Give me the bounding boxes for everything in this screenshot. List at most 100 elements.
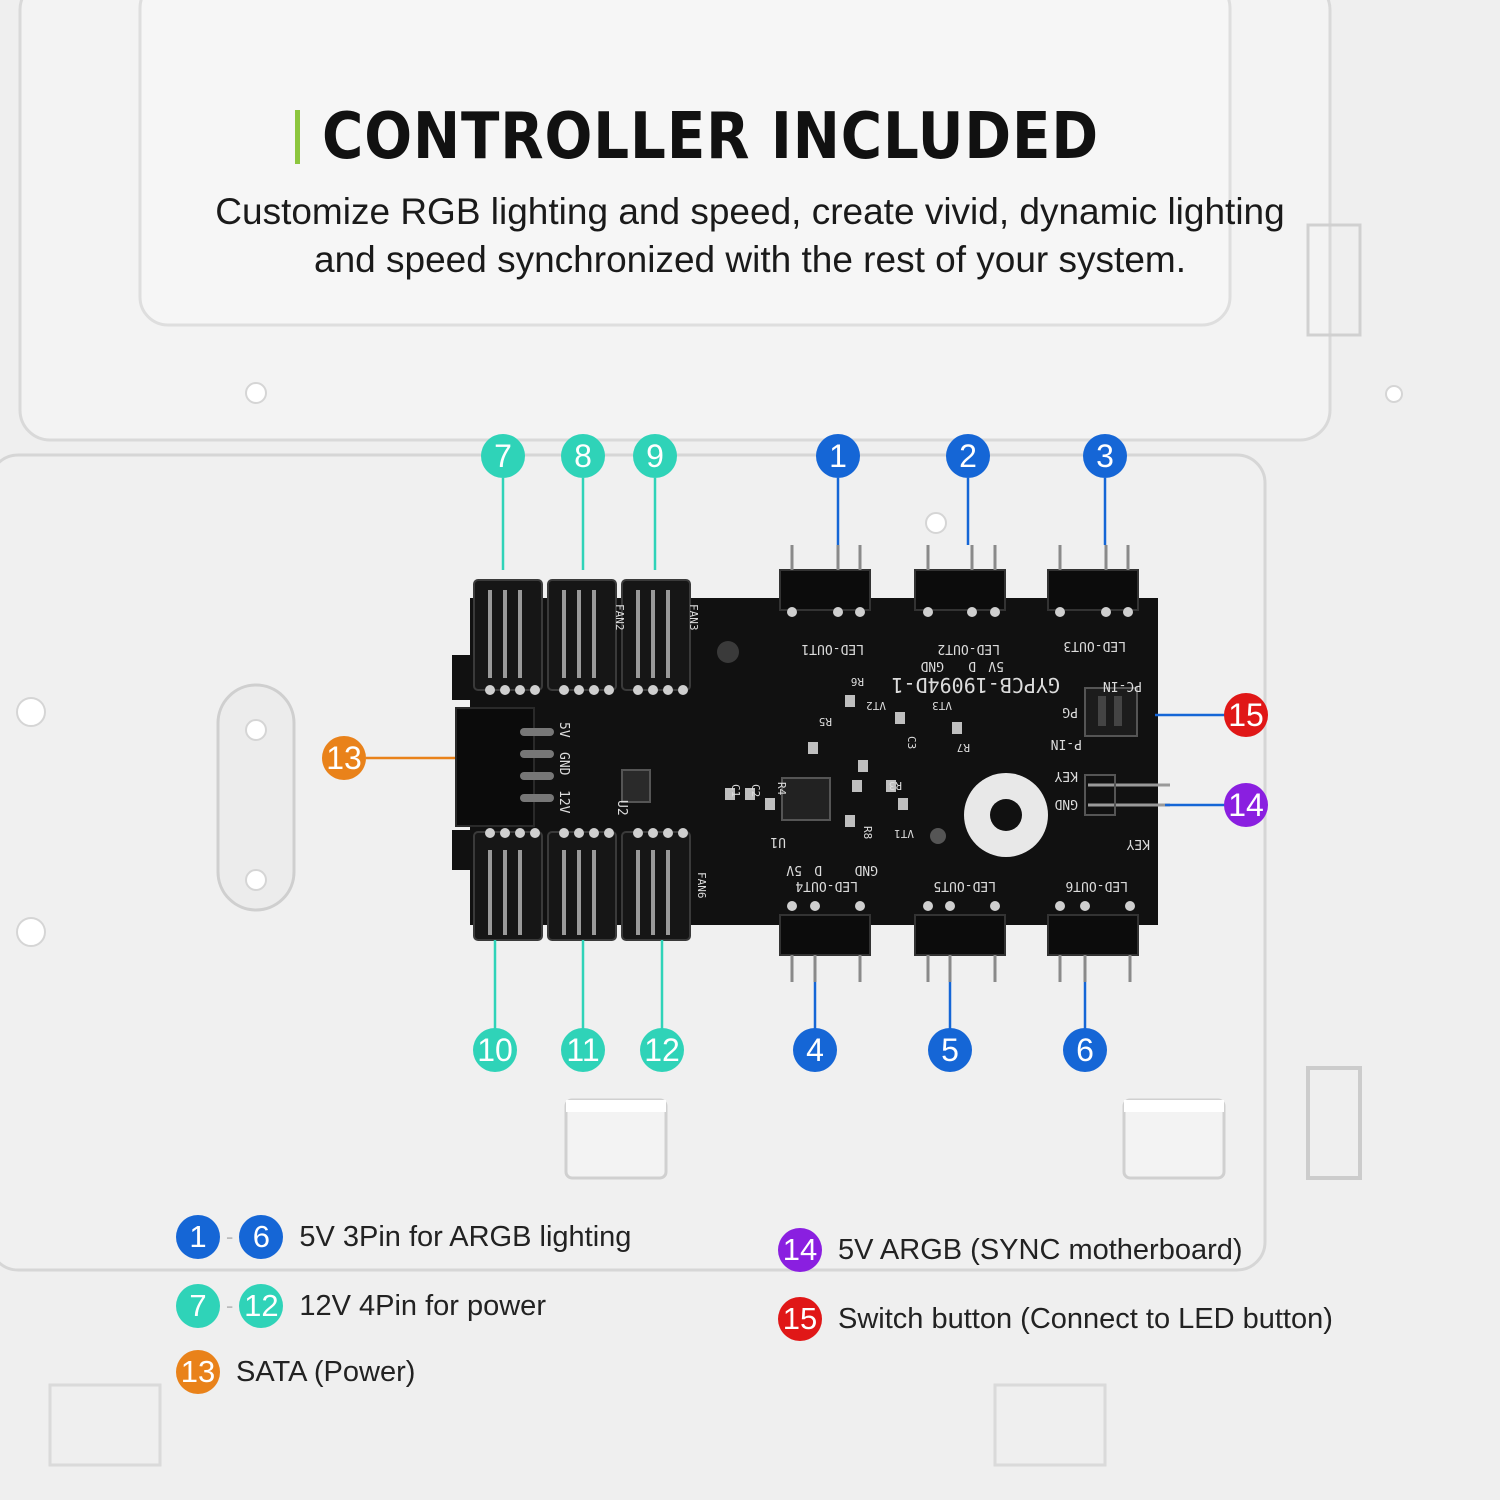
led-out-headers-bottom bbox=[779, 901, 1139, 982]
pcb-silkscreen: LED-OUT1 LED-OUT2 LED-OUT3 LED-OUT4 LED-… bbox=[556, 604, 1150, 899]
subtitle-line-2: and speed synchronized with the rest of … bbox=[314, 239, 1186, 280]
pcb-label-c2: C2 bbox=[749, 784, 762, 797]
legend-range-dash: - bbox=[226, 1293, 234, 1318]
callout-12: 12 bbox=[640, 1028, 684, 1072]
pcb-label-gnd-top: GND bbox=[920, 658, 944, 673]
pcb-label-c1: C1 bbox=[729, 784, 742, 797]
subtitle: Customize RGB lighting and speed, create… bbox=[0, 188, 1500, 284]
pcb-label-led-out4: LED-OUT4 bbox=[795, 878, 858, 893]
legend-badge-7: 7 bbox=[176, 1284, 220, 1328]
legend-row-argb: 1 - 6 5V 3Pin for ARGB lighting bbox=[176, 1215, 631, 1259]
pcb-label-vt2: VT2 bbox=[866, 699, 886, 712]
pcb-label-led-out6: LED-OUT6 bbox=[1065, 878, 1128, 893]
callout-11: 11 bbox=[561, 1028, 605, 1072]
legend-badge-15: 15 bbox=[778, 1297, 822, 1341]
leader-lines bbox=[366, 478, 1225, 1030]
pcb-label-r4: R4 bbox=[775, 782, 788, 796]
legend-badge-1: 1 bbox=[176, 1215, 220, 1259]
pcb-label-5v-bottom: 5V bbox=[786, 862, 802, 877]
svg-text:9: 9 bbox=[646, 438, 664, 474]
pcb-label-board-id: GYPCB-19094D-1 bbox=[891, 673, 1060, 697]
pcb-label-fan6: FAN6 bbox=[695, 872, 708, 899]
pcb-label-led-out5: LED-OUT5 bbox=[933, 878, 996, 893]
led-out-headers-top bbox=[779, 545, 1139, 617]
svg-text:5: 5 bbox=[941, 1032, 959, 1068]
callout-10: 10 bbox=[473, 1028, 517, 1072]
legend-text-switch: Switch button (Connect to LED button) bbox=[838, 1302, 1333, 1335]
pcb-label-gnd-argb: GND bbox=[1054, 796, 1078, 811]
pcb-label-5v-sata: 5V bbox=[556, 722, 571, 738]
svg-text:15: 15 bbox=[1228, 697, 1264, 733]
pcb-label-led-out3: LED-OUT3 bbox=[1063, 638, 1126, 653]
legend-row-sync: 14 5V ARGB (SYNC motherboard) bbox=[778, 1228, 1243, 1272]
subtitle-line-1: Customize RGB lighting and speed, create… bbox=[215, 191, 1285, 232]
pcb-label-r3: R3 bbox=[889, 779, 902, 792]
pcb-label-r7: R7 bbox=[957, 741, 970, 754]
callout-6: 6 bbox=[1063, 1028, 1107, 1072]
pcb-label-d-top: D bbox=[968, 658, 976, 673]
pcb-label-r6: R6 bbox=[851, 675, 864, 688]
pcb-label-gnd-sata: GND bbox=[556, 752, 571, 776]
legend-badge-12: 12 bbox=[239, 1284, 284, 1328]
legend-row-switch: 15 Switch button (Connect to LED button) bbox=[778, 1297, 1333, 1341]
callout-7: 7 bbox=[481, 434, 525, 478]
pcb-label-key-top: KEY bbox=[1054, 768, 1078, 783]
callout-5: 5 bbox=[928, 1028, 972, 1072]
pcb-label-fan2: FAN2 bbox=[613, 604, 626, 631]
legend-text-sync: 5V ARGB (SYNC motherboard) bbox=[838, 1233, 1243, 1266]
callout-14: 14 bbox=[1224, 783, 1268, 827]
pcb-label-led-out1: LED-OUT1 bbox=[801, 641, 864, 656]
callout-13: 13 bbox=[322, 736, 366, 780]
callout-8: 8 bbox=[561, 434, 605, 478]
callout-15: 15 bbox=[1224, 693, 1268, 737]
callout-4: 4 bbox=[793, 1028, 837, 1072]
pcb-label-d-bottom: D bbox=[814, 862, 822, 877]
pcb-label-r8: R8 bbox=[861, 826, 874, 839]
pcb-label-vt3: VT3 bbox=[932, 699, 952, 712]
pcb-label-key-bottom: KEY bbox=[1126, 836, 1150, 851]
svg-text:8: 8 bbox=[574, 438, 592, 474]
title-row: CONTROLLER INCLUDED bbox=[295, 100, 1205, 174]
pcb-label-led-out2: LED-OUT2 bbox=[937, 641, 1000, 656]
legend-badge-14: 14 bbox=[778, 1228, 822, 1272]
svg-text:10: 10 bbox=[477, 1032, 513, 1068]
svg-text:7: 7 bbox=[494, 438, 512, 474]
legend-text-power: 12V 4Pin for power bbox=[299, 1289, 546, 1322]
pcb-label-u2: U2 bbox=[614, 800, 629, 816]
legend-row-power: 7 - 12 12V 4Pin for power bbox=[176, 1284, 546, 1328]
legend-badge-6: 6 bbox=[239, 1215, 284, 1259]
page-title: CONTROLLER INCLUDED bbox=[322, 100, 1100, 174]
pcb-label-c3: C3 bbox=[905, 736, 918, 749]
pcb-label-vt1: VT1 bbox=[894, 827, 914, 840]
callout-1: 1 bbox=[816, 434, 860, 478]
pcb-label-u1: U1 bbox=[770, 834, 786, 849]
svg-text:4: 4 bbox=[806, 1032, 824, 1068]
pcb-label-fan3: FAN3 bbox=[687, 604, 700, 631]
legend-row-sata: 13 SATA (Power) bbox=[176, 1350, 415, 1394]
pcb-board bbox=[452, 545, 1170, 982]
svg-text:14: 14 bbox=[1228, 787, 1264, 823]
pcb-label-p-in: P-IN bbox=[1051, 736, 1082, 751]
header: CONTROLLER INCLUDED Customize RGB lighti… bbox=[0, 100, 1500, 284]
callout-9: 9 bbox=[633, 434, 677, 478]
pcb-label-r5: R5 bbox=[819, 715, 832, 728]
svg-text:12: 12 bbox=[644, 1032, 680, 1068]
pcb-label-12v-sata: 12V bbox=[556, 790, 571, 814]
legend-range-dash: - bbox=[226, 1224, 234, 1249]
svg-text:2: 2 bbox=[959, 438, 977, 474]
svg-text:11: 11 bbox=[566, 1032, 599, 1068]
pcb-label-pc-in: PC-IN bbox=[1103, 678, 1142, 693]
callout-badges: 7 8 9 1 2 3 13 15 14 10 11 12 4 5 6 bbox=[322, 434, 1268, 1072]
legend-text-sata: SATA (Power) bbox=[236, 1355, 416, 1388]
callout-3: 3 bbox=[1083, 434, 1127, 478]
pcb-label-pg: PG bbox=[1062, 704, 1078, 719]
callout-2: 2 bbox=[946, 434, 990, 478]
svg-text:6: 6 bbox=[1076, 1032, 1094, 1068]
pcb-label-gnd-bottom: GND bbox=[854, 862, 878, 877]
pcb-label-5v-top: 5V bbox=[988, 658, 1004, 673]
legend-text-argb: 5V 3Pin for ARGB lighting bbox=[299, 1220, 632, 1253]
title-accent-bar bbox=[295, 110, 301, 164]
svg-text:1: 1 bbox=[829, 438, 847, 474]
svg-text:3: 3 bbox=[1096, 438, 1114, 474]
